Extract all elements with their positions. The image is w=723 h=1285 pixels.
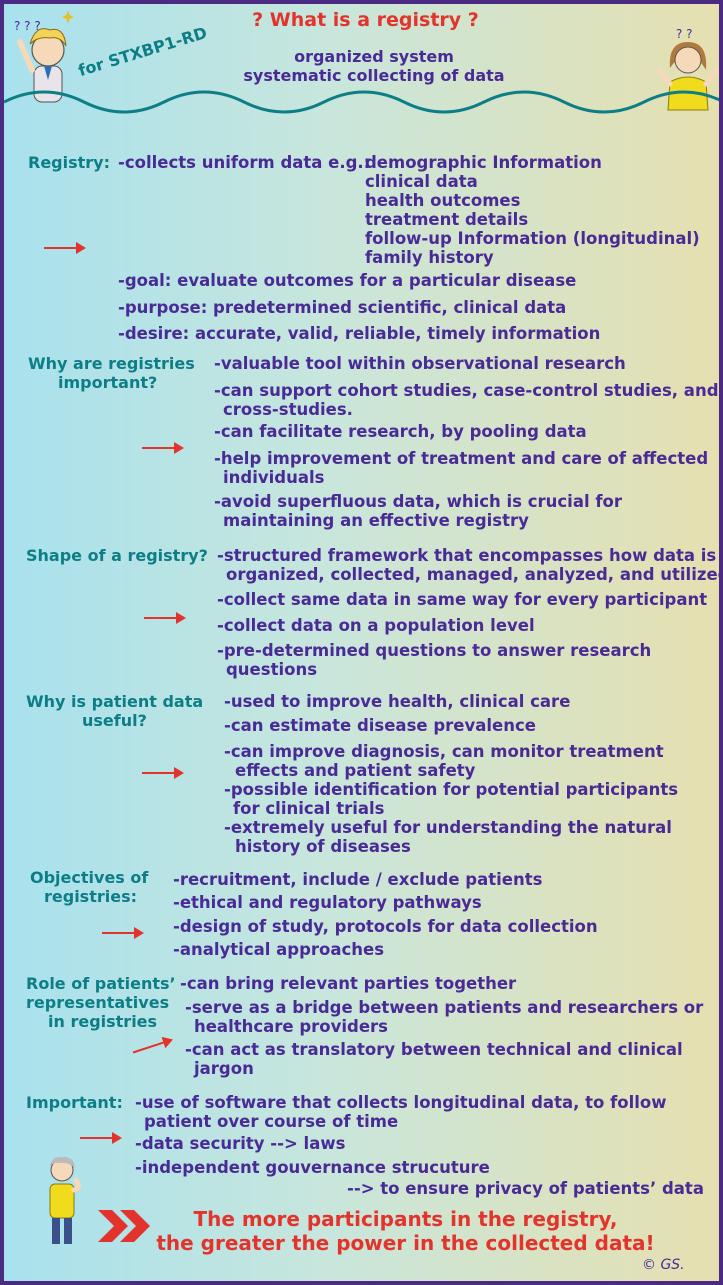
why-important-line-5b: maintaining an effective registry (223, 511, 529, 530)
patient-data-line-3b: effects and patient safety (235, 761, 476, 780)
patient-data-line-3a: -can improve diagnosis, can monitor trea… (224, 742, 664, 761)
important-line-3: -independent gouvernance strucuture (135, 1158, 490, 1177)
footer-line-2: the greater the power in the collected d… (156, 1231, 655, 1255)
objectives-heading-2: registries: (44, 887, 137, 906)
red-arrow-icon (144, 612, 186, 624)
patient-data-heading-2: useful? (82, 711, 147, 730)
objectives-heading-1: Objectives of (30, 868, 149, 887)
registry-item-demographic: demographic Information (365, 153, 602, 172)
subtitle-line-2: systematic collecting of data (243, 66, 505, 85)
why-important-line-5a: -avoid superfluous data, which is crucia… (214, 492, 623, 511)
objectives-line-2: -ethical and regulatory pathways (173, 893, 482, 912)
registry-item-followup: follow-up Information (longitudinal) (365, 229, 700, 248)
why-important-line-1: -valuable tool within observational rese… (214, 354, 626, 373)
sparkle-icon (62, 10, 74, 24)
patient-data-line-4a: -possible identification for potential p… (224, 780, 679, 799)
important-line-1b: patient over course of time (144, 1112, 399, 1131)
registry-purpose: -purpose: predetermined scientific, clin… (118, 298, 567, 317)
why-important-heading-2: important? (58, 373, 158, 392)
important-line-4: --> to ensure privacy of patients’ data (347, 1179, 704, 1198)
shape-line-1b: organized, collected, managed, analyzed,… (226, 565, 723, 584)
patient-data-heading-1: Why is patient data (26, 692, 204, 711)
role-line-2a: -serve as a bridge between patients and … (185, 998, 704, 1017)
svg-text:? ?: ? ? (676, 27, 693, 41)
why-important-line-3: -can facilitate research, by pooling dat… (214, 422, 587, 441)
registry-desire: -desire: accurate, valid, reliable, time… (118, 324, 601, 343)
patient-data-line-2: -can estimate disease prevalence (224, 716, 536, 735)
registry-lead: -collects uniform data e.g.: (118, 153, 371, 172)
shape-line-4a: -pre-determined questions to answer rese… (217, 641, 652, 660)
patient-data-line-1: -used to improve health, clinical care (224, 692, 571, 711)
shape-line-3: -collect data on a population level (217, 616, 535, 635)
shape-line-2: -collect same data in same way for every… (217, 590, 708, 609)
role-line-1: -can bring relevant parties together (180, 974, 517, 993)
why-important-line-4a: -help improvement of treatment and care … (214, 449, 709, 468)
copyright-mark: © GS. (642, 1257, 685, 1273)
role-line-3a: -can act as translatory between technica… (185, 1040, 683, 1059)
double-chevron-right-icon (98, 1210, 150, 1242)
registry-item-clinical: clinical data (365, 172, 478, 191)
footer-line-1: The more participants in the registry, (193, 1207, 618, 1231)
registry-goal: -goal: evaluate outcomes for a particula… (118, 271, 577, 290)
shape-heading: Shape of a registry? (26, 546, 208, 565)
important-heading: Important: (26, 1093, 123, 1112)
registry-item-family: family history (365, 248, 494, 267)
patient-data-line-4b: for clinical trials (233, 799, 385, 818)
red-arrow-icon (102, 927, 144, 939)
objectives-line-4: -analytical approaches (173, 940, 385, 959)
registry-heading: Registry: (28, 153, 110, 172)
registry-item-treatment: treatment details (365, 210, 529, 229)
shape-line-4b: questions (226, 660, 318, 679)
red-arrow-icon (142, 442, 184, 454)
objectives-line-1: -recruitment, include / exclude patients (173, 870, 543, 889)
wave-divider (4, 90, 719, 114)
role-line-3b: jargon (194, 1059, 254, 1078)
red-arrow-icon (44, 242, 86, 254)
role-heading-2: representatives (26, 993, 170, 1012)
confused-girl-illustration: ? ? (657, 27, 719, 111)
role-heading-1: Role of patients’ (26, 974, 176, 993)
thinking-person-illustration (49, 1156, 82, 1244)
role-line-2b: healthcare providers (194, 1017, 389, 1036)
important-line-1a: -use of software that collects longitudi… (135, 1093, 667, 1112)
important-line-2: -data security --> laws (135, 1134, 346, 1153)
svg-text:? ? ?: ? ? ? (14, 19, 41, 33)
role-heading-3: in registries (48, 1012, 158, 1031)
patient-data-line-5b: history of diseases (235, 837, 411, 856)
why-important-line-2b: cross-studies. (223, 400, 353, 419)
why-important-line-4b: individuals (223, 468, 325, 487)
shape-line-1a: -structured framework that encompasses h… (217, 546, 717, 565)
subtitle-line-1: organized system (294, 47, 454, 66)
why-important-line-2a: -can support cohort studies, case-contro… (214, 381, 719, 400)
patient-data-line-5a: -extremely useful for understanding the … (224, 818, 672, 837)
red-arrow-icon (80, 1132, 122, 1144)
page-title: ? What is a registry ? (252, 9, 479, 31)
red-arrow-icon (142, 767, 184, 779)
objectives-line-3: -design of study, protocols for data col… (173, 917, 598, 936)
red-arrow-icon (132, 1036, 173, 1054)
why-important-heading-1: Why are registries (28, 354, 195, 373)
registry-item-health: health outcomes (365, 191, 521, 210)
